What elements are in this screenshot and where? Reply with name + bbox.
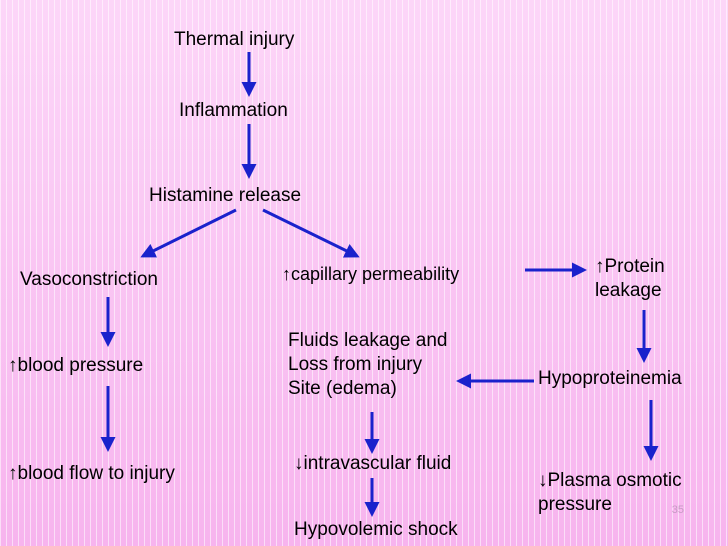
plasma-osmotic-line-2: pressure xyxy=(538,494,612,515)
protein-leakage-line-2: leakage xyxy=(595,280,662,301)
node-thermal-injury: Thermal injury xyxy=(174,29,295,50)
node-inflammation: Inflammation xyxy=(179,100,288,121)
node-blood-flow: ↑blood flow to injury xyxy=(8,463,175,484)
node-hypovolemic-shock: Hypovolemic shock xyxy=(294,519,458,540)
arrow-histamine-to-vasoconstriction xyxy=(140,208,237,258)
node-hypoproteinemia: Hypoproteinemia xyxy=(538,368,682,389)
node-plasma-osmotic: ↓Plasma osmotic pressure xyxy=(538,469,682,517)
fluids-leakage-line-3: Site (edema) xyxy=(288,378,397,399)
fluids-leakage-line-1: Fluids leakage and xyxy=(288,330,448,351)
plasma-osmotic-line-1: ↓Plasma osmotic xyxy=(538,470,682,491)
node-protein-leakage: ↑Protein leakage xyxy=(595,255,665,303)
protein-leakage-line-1: ↑Protein xyxy=(595,256,665,277)
fluids-leakage-line-2: Loss from injury xyxy=(288,354,423,375)
node-histamine-release: Histamine release xyxy=(149,185,302,206)
node-fluids-leakage: Fluids leakage and Loss from injury Site… xyxy=(288,329,448,401)
node-capillary-permeability: ↑capillary permeability xyxy=(282,264,460,284)
node-intravascular-fluid: ↓intravascular fluid xyxy=(294,453,452,474)
slide-number: 35 xyxy=(671,504,684,516)
node-vasoconstriction: Vasoconstriction xyxy=(20,269,158,290)
arrow-histamine-to-capillary xyxy=(262,208,360,258)
node-blood-pressure: ↑blood pressure xyxy=(8,355,144,376)
